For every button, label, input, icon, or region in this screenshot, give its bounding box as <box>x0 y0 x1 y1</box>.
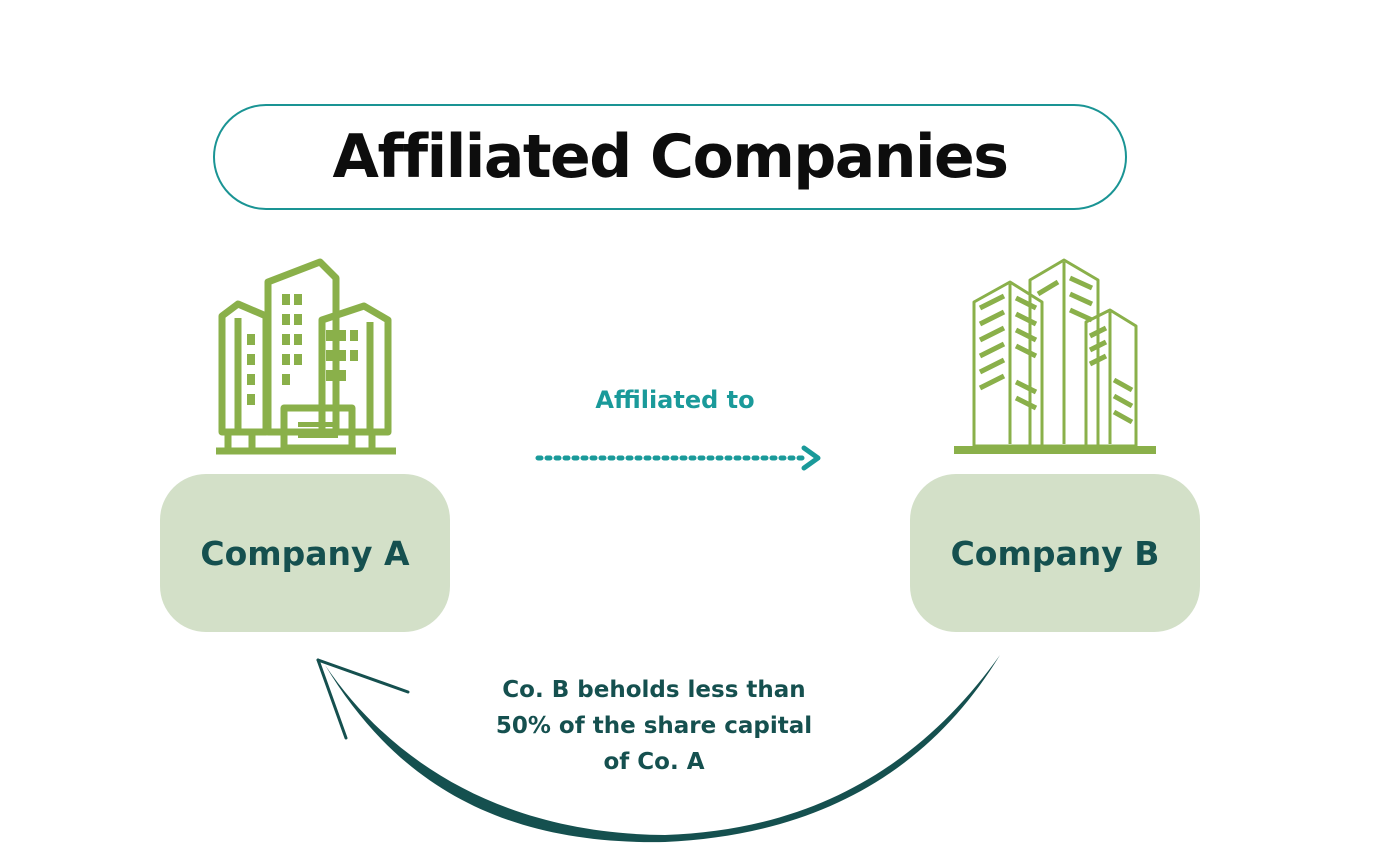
office-building-icon <box>216 258 396 455</box>
curved-arrow <box>316 655 1000 843</box>
caption-line: 50% of the share capital <box>495 713 813 739</box>
affiliated-to-label: Affiliated to <box>595 386 755 414</box>
company-b-label: Company B <box>950 533 1160 573</box>
caption-line: Co. B beholds less than <box>502 677 806 703</box>
caption-text: Co. B beholds less than 50% of the share… <box>464 672 844 780</box>
dotted-arrow <box>535 445 821 471</box>
skyscrapers-icon <box>954 258 1156 454</box>
caption-line: of Co. A <box>603 749 705 775</box>
company-b-box: Company B <box>910 474 1200 632</box>
diagram-title: Affiliated Companies <box>332 122 1009 192</box>
company-a-box: Company A <box>160 474 450 632</box>
title-box: Affiliated Companies <box>213 104 1127 210</box>
company-a-label: Company A <box>200 533 410 573</box>
